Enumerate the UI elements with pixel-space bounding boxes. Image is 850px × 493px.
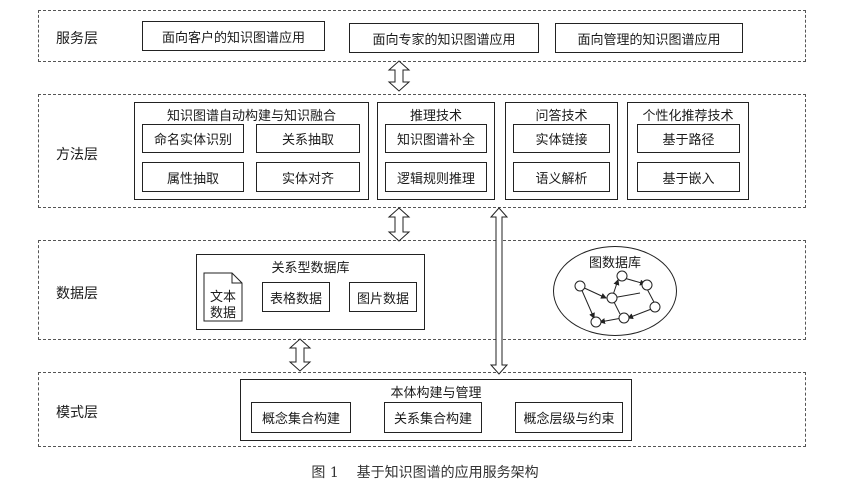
relational-db-title: 关系型数据库 <box>271 261 350 276</box>
logic-rule-reasoning-box: 逻辑规则推理 <box>385 162 487 192</box>
relation-set-box: 关系集合构建 <box>384 402 482 433</box>
graph-db-title: 图数据库 <box>588 256 641 271</box>
ontology-title: 本体构建与管理 <box>390 386 482 401</box>
data-schema-arrow <box>288 338 312 372</box>
image-data-box: 图片数据 <box>349 282 417 312</box>
table-data-box: 表格数据 <box>262 282 330 312</box>
qa-title: 问答技术 <box>535 109 588 124</box>
semantic-parsing-box: 语义解析 <box>513 162 610 192</box>
entity-linking-box: 实体链接 <box>513 124 610 153</box>
text-data-document-icon <box>203 272 243 322</box>
entity-alignment-box: 实体对齐 <box>256 162 360 192</box>
data-layer-label: 数据层 <box>56 286 98 302</box>
service-layer-label: 服务层 <box>56 31 98 47</box>
text-data-line1: 文本 <box>209 290 236 305</box>
management-app-box: 面向管理的知识图谱应用 <box>555 23 743 53</box>
expert-app-box: 面向专家的知识图谱应用 <box>349 23 539 53</box>
schema-layer-label: 模式层 <box>56 405 98 421</box>
concept-set-box: 概念集合构建 <box>251 402 351 433</box>
ner-box: 命名实体识别 <box>142 124 244 153</box>
method-data-arrow <box>387 207 411 242</box>
service-method-arrow <box>387 60 411 92</box>
relation-extraction-box: 关系抽取 <box>256 124 360 153</box>
kg-build-title: 知识图谱自动构建与知识融合 <box>166 109 336 124</box>
concept-hierarchy-box: 概念层级与约束 <box>515 402 623 433</box>
customer-app-box: 面向客户的知识图谱应用 <box>142 21 325 51</box>
method-layer-label: 方法层 <box>56 147 98 163</box>
figure-caption: 图 1 基于知识图谱的应用服务架构 <box>311 465 539 481</box>
recommend-title: 个性化推荐技术 <box>642 109 734 124</box>
kg-completion-box: 知识图谱补全 <box>385 124 487 153</box>
text-data-line2: 数据 <box>209 306 236 321</box>
data-layer <box>38 240 806 340</box>
method-layer <box>38 94 806 208</box>
path-based-box: 基于路径 <box>637 124 740 153</box>
service-layer <box>38 10 806 62</box>
embedding-based-box: 基于嵌入 <box>637 162 740 192</box>
attribute-extraction-box: 属性抽取 <box>142 162 244 192</box>
schema-layer <box>38 372 806 447</box>
reasoning-title: 推理技术 <box>409 109 462 124</box>
